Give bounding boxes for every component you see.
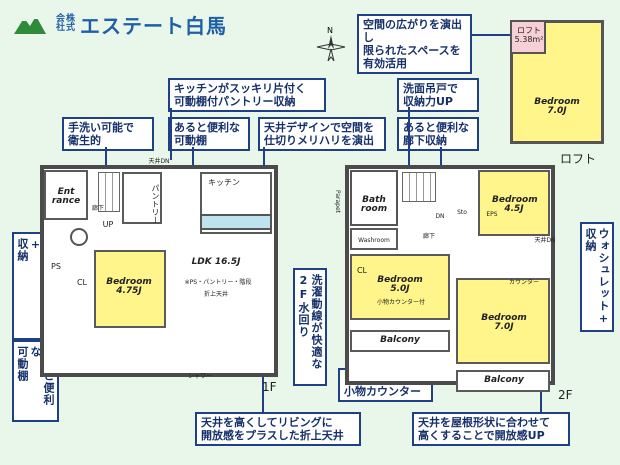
hall-label: 廊下	[91, 205, 104, 212]
stairs-2f	[402, 172, 436, 202]
loft-bedroom-label: Bedroom 7.0J	[534, 97, 580, 116]
bathroom-label: Bath room	[360, 195, 388, 214]
dn-label: DN	[435, 213, 445, 220]
balcony-1-label: Balcony	[380, 335, 420, 345]
callout-laundry: 洗濯動線が快適な 2F水回り	[293, 268, 327, 386]
pantry	[122, 172, 162, 224]
entrance	[44, 170, 88, 220]
ps-label: PS	[51, 262, 61, 271]
callout-kitchen: キッチンがスッキリ片付く 可動棚付パントリー収納	[168, 78, 326, 112]
bedroom-2f-c	[456, 278, 550, 364]
pantry-label: パントリー	[151, 184, 160, 224]
ldk-label: LDK 16.5J	[191, 257, 241, 267]
counter-label: カウンター	[508, 279, 539, 286]
company-name: エステート白馬	[80, 14, 227, 38]
connector-line	[192, 147, 194, 179]
kitchen-counter	[200, 214, 272, 230]
bedroom-2f-b-label: Bedroom 5.0J	[377, 275, 423, 294]
ldk-note: ※PS・パントリー・階段	[184, 279, 252, 286]
callout-washlet-2f: ウォシュレット+ 収納	[580, 222, 614, 332]
storage-label: Sto	[457, 209, 467, 216]
bathroom	[350, 170, 398, 226]
bedroom-1f-fill	[94, 250, 166, 328]
callout-roof-ceiling: 天井を屋根形状に合わせて 高くすることで開放感UP	[412, 412, 570, 446]
bedroom-2f-c-label: Bedroom 7.0J	[481, 313, 527, 332]
cl-label: CL	[76, 278, 88, 287]
mountain-logo-icon	[14, 15, 46, 34]
second-floor-tag: 2F	[558, 388, 573, 402]
balcony-2	[456, 370, 550, 392]
eps-label: EPS	[486, 211, 498, 218]
callout-corridor-storage: あると便利な 廊下収納	[397, 117, 479, 151]
bedroom-2f-a	[478, 170, 550, 236]
first-floor-tag: 1F	[262, 380, 277, 394]
callout-loft: 空間の広がりを演出し 限られたスペースを 有効活用	[357, 14, 472, 74]
ceiling-dn-2f-label: 天井DN	[534, 237, 556, 244]
ldk-ceiling-note: 折上天井	[203, 291, 228, 298]
loft-tag: ロフト	[560, 152, 597, 166]
entrance-label: Ent rance	[51, 187, 81, 206]
company-logo: 株式会社 エステート白馬	[12, 10, 227, 39]
stairs-1f	[98, 172, 120, 212]
connector-line	[408, 107, 410, 202]
bedroom-1f-label: Bedroom 4.75J	[106, 277, 152, 296]
loft-area	[510, 20, 546, 54]
callout-handwash: 手洗い可能で 衛生的	[62, 117, 154, 151]
callout-folded-ceiling: 天井を高くしてリビングに 開放感をプラスした折上天井	[195, 412, 361, 446]
hall-2f-label: 廊下	[422, 233, 435, 240]
bedroom-2f-b	[350, 254, 450, 320]
toilet	[70, 228, 88, 246]
callout-wash-storage: 洗面吊戸で 収納力UP	[397, 78, 479, 112]
callout-movable-shelf: あると便利な 可動棚	[168, 117, 250, 151]
bedroom-2f-b-note: 小物カウンター付	[376, 299, 425, 306]
company-type: 株式会社	[54, 12, 74, 31]
svg-text:N: N	[327, 26, 333, 35]
connector-line	[472, 34, 510, 36]
parapet-label: Parapet	[334, 190, 341, 214]
shower-label: シャワー	[187, 373, 212, 380]
callout-ceiling-design: 天井デザインで空間を 仕切りメリハリを演出	[258, 117, 386, 151]
washroom	[350, 228, 398, 250]
washroom-label: Washroom	[358, 237, 390, 244]
compass-icon: N	[315, 25, 347, 68]
loft-area-label: ロフト 5.38m²	[514, 26, 544, 44]
balcony-1	[350, 330, 450, 352]
balcony-2-label: Balcony	[484, 375, 524, 385]
bedroom-2f-a-label: Bedroom 4.5J	[492, 195, 538, 214]
cl-2f-label: CL	[356, 266, 368, 275]
up-label: UP	[102, 220, 114, 229]
kitchen-label: キッチン	[208, 178, 240, 187]
ceiling-dn-label: 天井DN	[148, 158, 170, 165]
connector-line	[170, 108, 172, 160]
